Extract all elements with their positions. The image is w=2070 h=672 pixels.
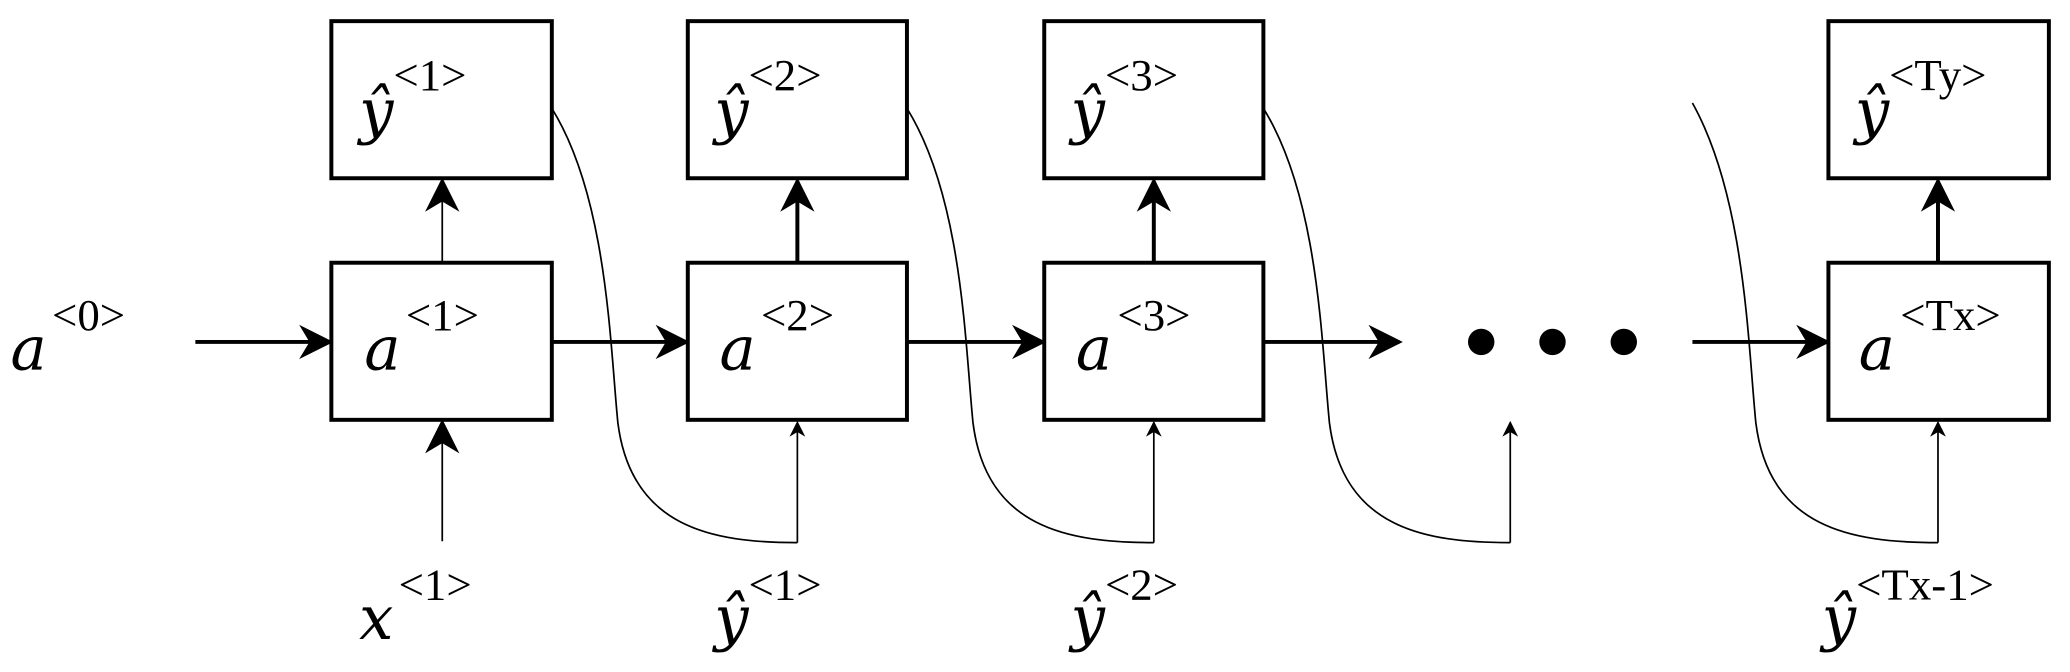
svg-text:ŷ<1>: ŷ<1>	[356, 50, 466, 147]
input-label-3: ŷ<2>	[1068, 559, 1178, 654]
output-node-3: ŷ<3>	[1042, 19, 1266, 181]
feedback-curve-4	[1691, 102, 1938, 544]
input-label-4: ŷ<Tx-1>	[1819, 559, 1994, 654]
hidden-node-3: a<3>	[1042, 260, 1266, 422]
svg-text:a<1>: a<1>	[364, 290, 479, 385]
ellipsis	[1468, 328, 1637, 356]
input-label-2: ŷ<1>	[711, 559, 821, 654]
output-node-2: ŷ<2>	[685, 19, 909, 181]
hidden-node-2: a<2>	[685, 260, 909, 422]
svg-text:ŷ<3>: ŷ<3>	[1068, 50, 1178, 147]
feedback-curve-2	[906, 107, 1154, 544]
initial-activation-label: a<0>	[11, 290, 126, 385]
svg-text:a<Tx>: a<Tx>	[1859, 290, 2001, 385]
svg-text:a<2>: a<2>	[719, 290, 834, 385]
svg-text:ŷ<2>: ŷ<2>	[711, 50, 821, 147]
svg-text:a<3>: a<3>	[1076, 290, 1191, 385]
svg-text:ŷ<Ty>: ŷ<Ty>	[1852, 50, 1987, 147]
input-label-1: x<1>	[359, 559, 472, 654]
output-node-1: ŷ<1>	[329, 19, 554, 181]
output-node-Ty: ŷ<Ty>	[1826, 19, 2051, 181]
feedback-curve-3	[1262, 107, 1511, 544]
hidden-node-1: a<1>	[329, 260, 554, 422]
feedback-curve-1	[551, 107, 798, 544]
hidden-node-Tx: a<Tx>	[1826, 260, 2051, 422]
